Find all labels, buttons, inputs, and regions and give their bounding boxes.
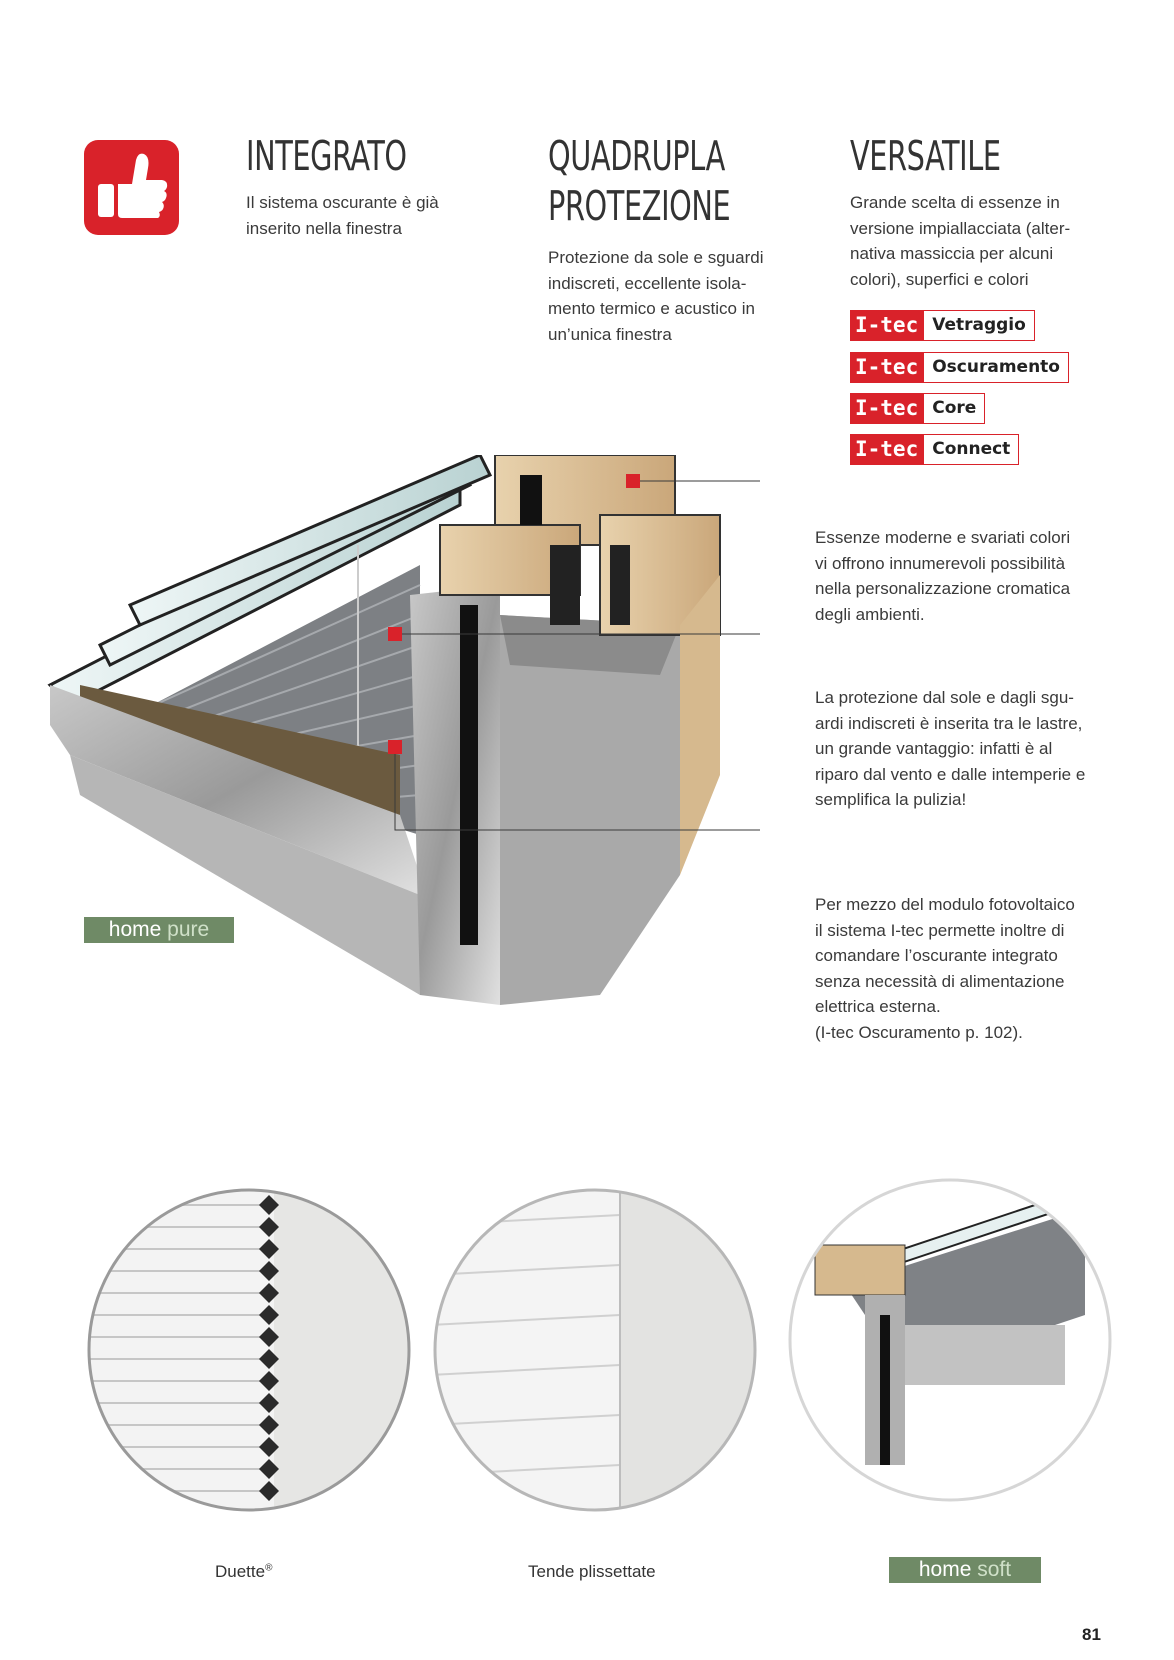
- text-line: Per mezzo del modulo fotovoltaico: [815, 895, 1075, 914]
- text-line: riparo dal vento e dalle intemperie e: [815, 764, 1086, 784]
- text-line: (I-tec Oscuramento p. 102).: [815, 1022, 1023, 1042]
- column-heading: VERSATILE: [850, 132, 1001, 180]
- caption-plissettate: Tende plissettate: [528, 1562, 656, 1581]
- itec-logo: I-tec: [851, 435, 925, 464]
- column-versatile-text: Grande scelta di essenze in versione imp…: [850, 190, 1110, 292]
- callout-protezione: La protezione dal sole e dagli sgu- ardi…: [815, 685, 1115, 813]
- text-line: inserito nella finestra: [246, 218, 402, 238]
- itec-name: Core: [932, 398, 977, 418]
- text-line: ardi indiscreti è inserita tra le lastre…: [815, 713, 1083, 733]
- text-line: indiscreti, eccellente isola-: [548, 273, 747, 293]
- itec-logo: I-tec: [851, 311, 925, 340]
- text-line: semplifica la pulizia!: [815, 790, 967, 809]
- itec-badge-core: I-tec Core: [850, 393, 986, 424]
- text-line: vi offrono innumerevoli possibilità: [815, 553, 1066, 573]
- text-line: elettrica esterna.: [815, 997, 941, 1016]
- marker: [388, 740, 402, 754]
- text-line: versione impiallacciata (alter-: [850, 218, 1071, 238]
- itec-badge-vetraggio: I-tec Vetraggio: [850, 310, 1035, 341]
- column-quadrupla: QUADRUPLA PROTEZIONE: [548, 131, 782, 231]
- text-line: un’unica finestra: [548, 324, 672, 344]
- itec-logo: I-tec: [851, 353, 925, 382]
- thumbs-up-icon: [84, 140, 179, 235]
- marker: [388, 627, 402, 641]
- column-heading: PROTEZIONE: [548, 182, 731, 230]
- text-line: Grande scelta di essenze in: [850, 193, 1060, 212]
- text-line: colori), superfici e colori: [850, 269, 1029, 289]
- itec-logo: I-tec: [851, 394, 925, 423]
- text-line: La protezione dal sole e dagli sgu-: [815, 688, 1074, 707]
- column-quadrupla-text: Protezione da sole e sguardi indiscreti,…: [548, 245, 798, 347]
- home-soft-photo: [788, 1178, 1112, 1502]
- text-line: il sistema I-tec permette inoltre di: [815, 920, 1065, 940]
- text-line: Il sistema oscurante è già: [246, 193, 439, 212]
- tag-bold: home: [108, 918, 162, 941]
- duette-photo: [87, 1188, 411, 1512]
- text-line: Essenze moderne e svariati colori: [815, 528, 1071, 547]
- caption-text: Duette: [215, 1562, 266, 1581]
- tag-bold: home: [918, 1558, 972, 1581]
- itec-name: Oscuramento: [932, 357, 1060, 377]
- home-pure-tag: home pure: [84, 917, 234, 943]
- column-heading: QUADRUPLA: [548, 132, 725, 180]
- text-line: nella personalizzazione cromatica: [815, 579, 1071, 598]
- registered-mark: ®: [265, 1562, 273, 1574]
- itec-name: Vetraggio: [932, 315, 1026, 335]
- column-integrato-text: Il sistema oscurante è già inserito nell…: [246, 190, 486, 241]
- text-line: degli ambienti.: [815, 604, 925, 624]
- text-line: mento termico e acustico in: [548, 299, 755, 318]
- itec-badge-connect: I-tec Connect: [850, 434, 1020, 465]
- callout-essenze: Essenze moderne e svariati colori vi off…: [815, 525, 1105, 627]
- caption-duette: Duette®: [215, 1562, 272, 1582]
- text-line: un grande vantaggio: infatti è al: [815, 739, 1053, 758]
- marker: [626, 474, 640, 488]
- itec-name: Connect: [932, 439, 1011, 459]
- text-line: Protezione da sole e sguardi: [548, 248, 764, 267]
- column-versatile: VERSATILE: [850, 131, 1043, 181]
- tag-light: soft: [977, 1558, 1012, 1581]
- text-line: senza necessità di alimentazione: [815, 971, 1065, 991]
- home-soft-tag: home soft: [889, 1557, 1041, 1583]
- tag-light: pure: [167, 918, 210, 941]
- column-integrato: INTEGRATO: [246, 131, 452, 181]
- text-line: comandare l’oscurante integrato: [815, 946, 1058, 965]
- itec-badge-oscuramento: I-tec Oscuramento: [850, 352, 1069, 383]
- page-number: 81: [1082, 1625, 1101, 1644]
- window-cross-section-illustration: [47, 455, 760, 1005]
- column-heading: INTEGRATO: [246, 132, 407, 180]
- plissettate-photo: [433, 1188, 757, 1512]
- text-line: nativa massiccia per alcuni: [850, 244, 1054, 263]
- callout-fotovoltaico: Per mezzo del modulo fotovoltaico il sis…: [815, 892, 1115, 1045]
